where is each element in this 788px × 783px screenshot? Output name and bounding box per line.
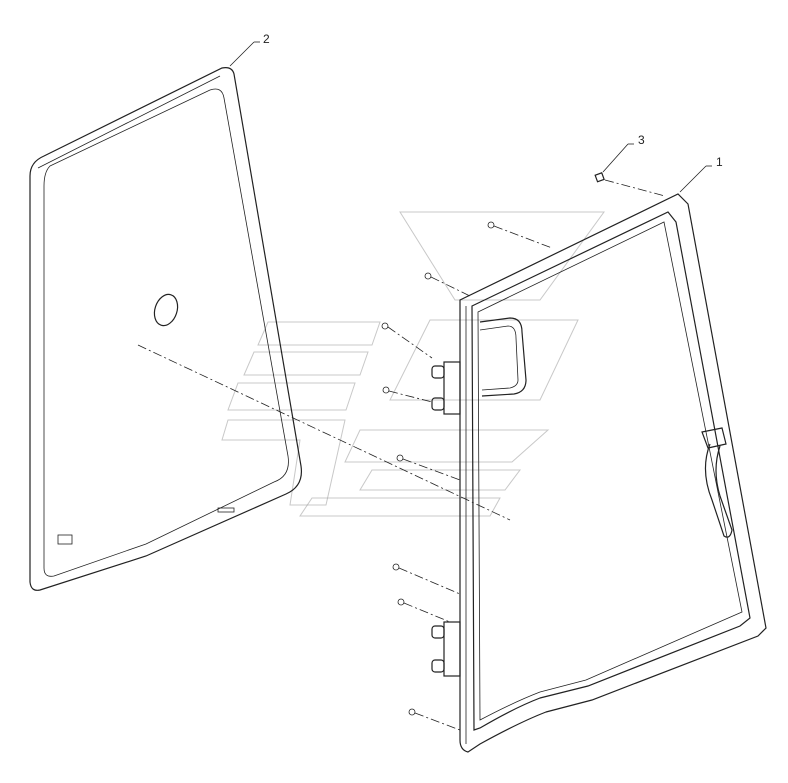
callout-2: 2 [229, 32, 270, 67]
callout-label-2: 2 [263, 32, 270, 46]
glass-panel-part-2 [29, 67, 303, 591]
callout-label-3: 3 [638, 133, 645, 147]
fastener-part-3 [594, 172, 605, 183]
screw-set [381, 221, 495, 716]
watermark-logo [221, 211, 605, 517]
callout-label-1: 1 [716, 155, 723, 169]
callout-1: 1 [679, 155, 723, 193]
assembly-lines [137, 179, 666, 731]
callout-3: 3 [602, 133, 645, 173]
door-frame-part-1 [431, 193, 767, 753]
